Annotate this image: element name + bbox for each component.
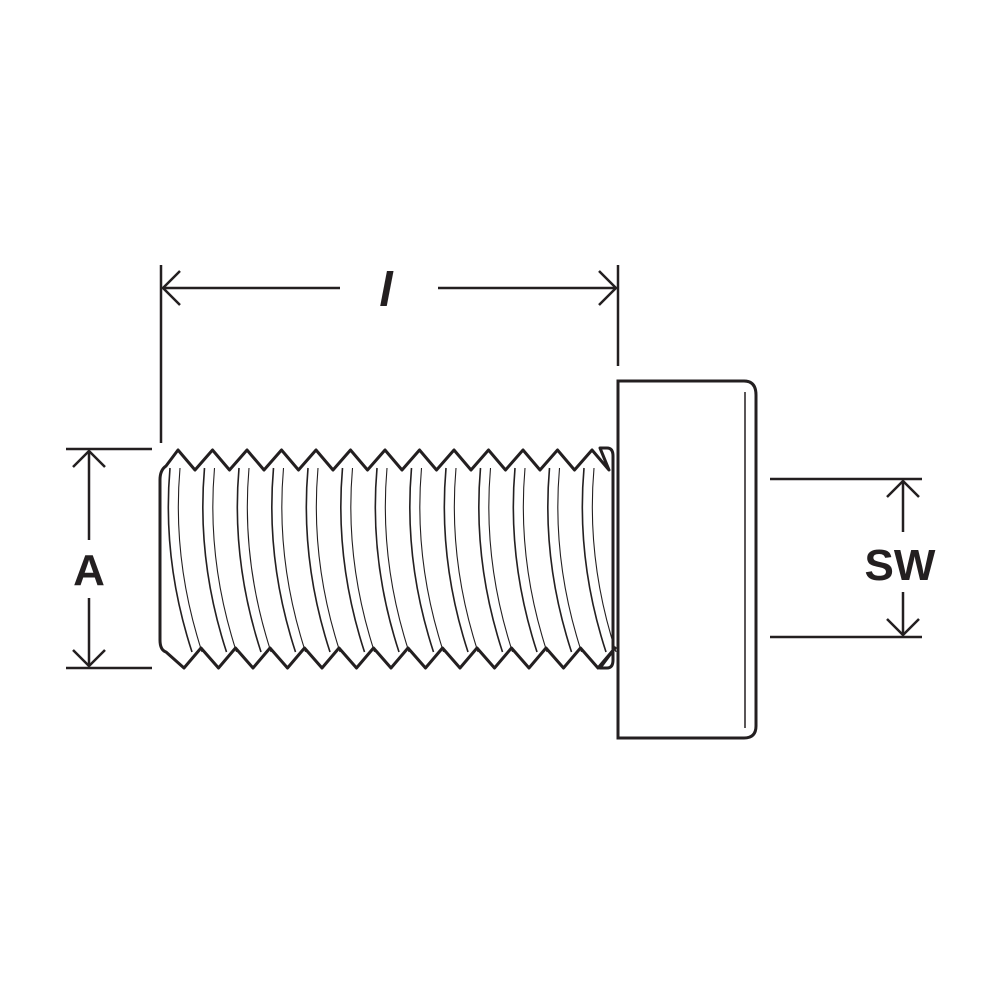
thread-profile-outline [158, 446, 617, 670]
thread-helix-line [488, 467, 514, 653]
thread-helix-line [202, 467, 228, 653]
thread-helix-line [246, 467, 272, 653]
thread-helix-line [581, 467, 607, 653]
thread-helix-line [443, 467, 469, 653]
threaded-shank [158, 446, 617, 670]
diameter-label: A [73, 546, 105, 595]
thread-helix-line [236, 467, 262, 653]
length-arrowhead-right [598, 270, 618, 306]
thread-helix-lines [167, 467, 617, 653]
thread-helix-line [419, 467, 445, 653]
thread-helix-line [478, 467, 504, 653]
thread-helix-line [350, 467, 376, 653]
thread-helix-line [547, 467, 573, 653]
thread-helix-line [177, 467, 203, 653]
thread-helix-line [557, 467, 583, 653]
thread-helix-line [453, 467, 479, 653]
screw-head-outline [616, 379, 758, 740]
dimension-length: l [159, 264, 620, 443]
wrench-size-arrowhead-bottom [886, 618, 920, 637]
thread-helix-line [315, 467, 341, 653]
diameter-arrowhead-bottom [72, 649, 106, 668]
thread-helix-line [409, 467, 435, 653]
screw-head [616, 379, 758, 740]
thread-helix-line [374, 467, 400, 653]
thread-helix-line [384, 467, 410, 653]
thread-helix-line [340, 467, 366, 653]
wrench-size-label: SW [865, 541, 936, 590]
length-label: l [379, 264, 394, 317]
length-arrowhead-left [161, 270, 181, 306]
thread-helix-line [591, 467, 617, 653]
diameter-arrowhead-top [72, 449, 106, 468]
wrench-size-arrowhead-top [886, 479, 920, 498]
thread-helix-line [281, 467, 307, 653]
thread-helix-line [167, 467, 193, 653]
dimension-diameter: A [66, 447, 152, 670]
thread-helix-line [305, 467, 331, 653]
thread-helix-line [212, 467, 238, 653]
thread-helix-line [512, 467, 538, 653]
dimension-wrench-size: SW [770, 477, 936, 639]
thread-helix-line [522, 467, 548, 653]
thread-helix-line [271, 467, 297, 653]
